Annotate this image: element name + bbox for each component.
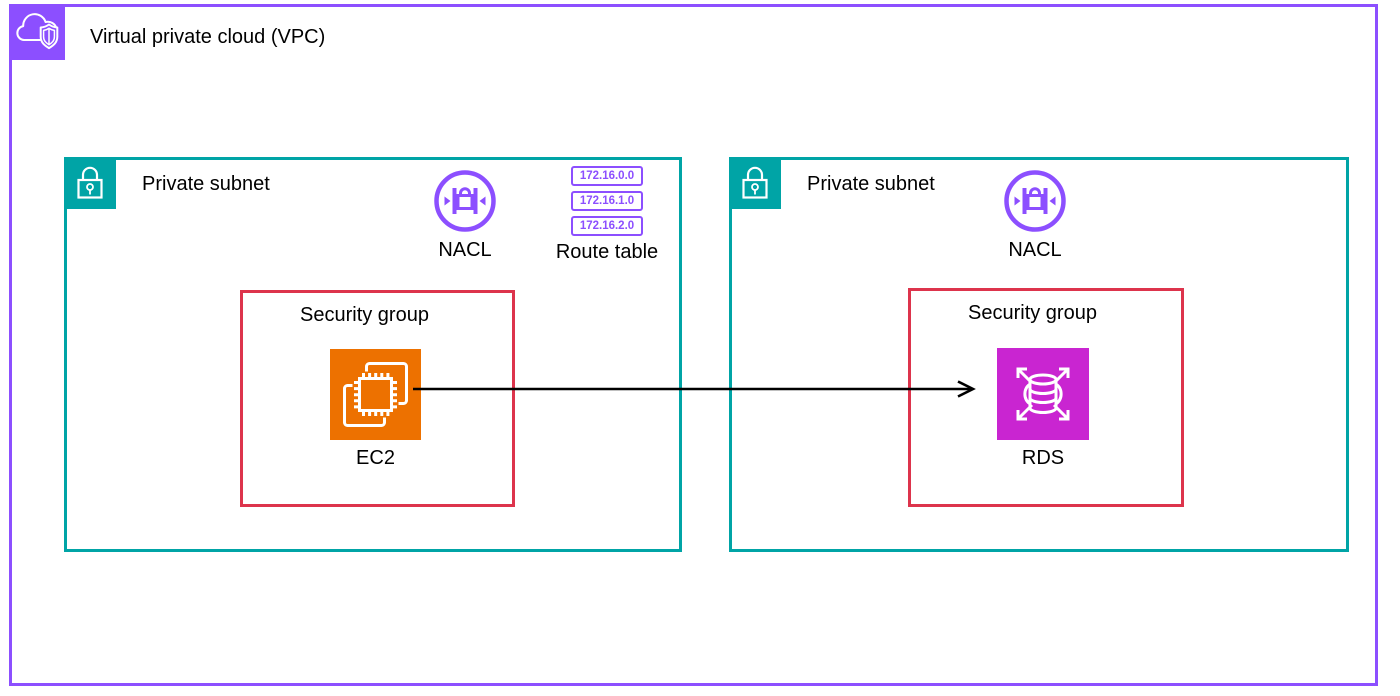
route-entry: 172.16.1.0 (571, 191, 643, 211)
nacl-label: NACL (438, 239, 492, 261)
vpc-container: Virtual private cloud (VPC) Private subn… (9, 4, 1378, 686)
subnet-label: Private subnet (807, 173, 935, 195)
route-table-icon: 172.16.0.0 172.16.1.0 172.16.2.0 (571, 166, 643, 236)
nacl-label: NACL (1008, 239, 1062, 261)
private-subnet-right: Private subnet NACL Security (729, 157, 1349, 552)
route-entry: 172.16.0.0 (571, 166, 643, 186)
rds-icon (997, 348, 1089, 440)
private-subnet-left: Private subnet NACL (64, 157, 682, 552)
nacl-group: NACL (1002, 168, 1068, 261)
subnet-label: Private subnet (142, 173, 270, 195)
ec2-label: EC2 (356, 447, 395, 469)
route-table-group: 172.16.0.0 172.16.1.0 172.16.2.0 Route t… (556, 166, 658, 263)
route-entry: 172.16.2.0 (571, 216, 643, 236)
ec2-icon (330, 349, 421, 440)
nacl-icon (1002, 168, 1068, 234)
security-group-label: Security group (300, 304, 429, 326)
vpc-cloud-shield-icon (9, 4, 65, 60)
security-group-rds: Security group (908, 288, 1184, 507)
rds-label: RDS (1021, 447, 1065, 469)
nacl-icon (432, 168, 498, 234)
lock-icon (729, 157, 781, 209)
ec2-resource: EC2 (330, 349, 421, 469)
security-group-ec2: Security group (240, 290, 515, 507)
nacl-group: NACL (432, 168, 498, 261)
security-group-label: Security group (968, 302, 1097, 324)
route-table-label: Route table (555, 241, 659, 263)
vpc-title: Virtual private cloud (VPC) (90, 26, 326, 48)
rds-resource: RDS (997, 348, 1089, 469)
lock-icon (64, 157, 116, 209)
